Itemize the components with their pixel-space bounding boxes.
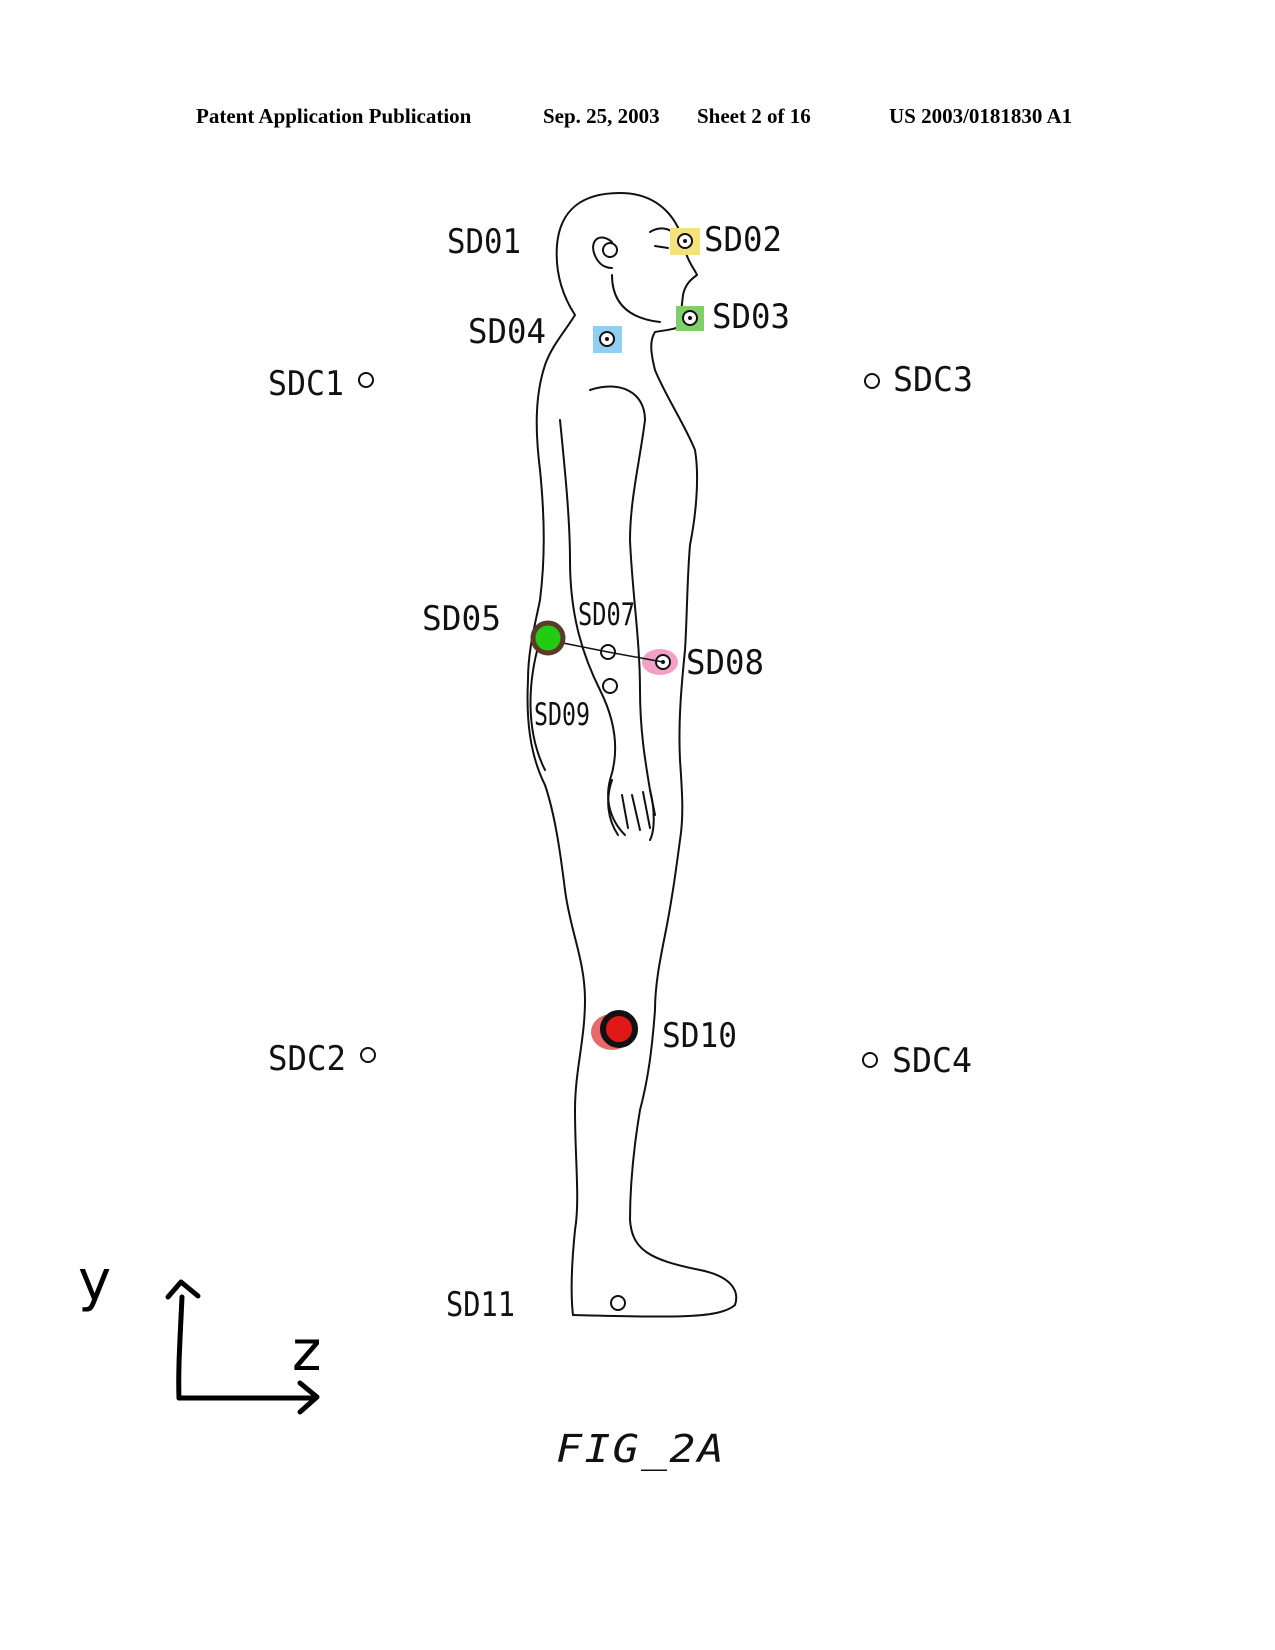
y-axis-line xyxy=(176,1294,185,1401)
face-profile xyxy=(619,192,698,371)
sdc2-marker xyxy=(360,1047,376,1063)
sd04-center xyxy=(605,337,609,341)
axis-label-y: y xyxy=(78,1249,111,1314)
label-sd04: SD04 xyxy=(468,312,546,352)
buttock xyxy=(529,639,546,771)
label-sdc1: SDC1 xyxy=(268,364,344,404)
label-sd02: SD02 xyxy=(704,220,782,260)
jaw-line xyxy=(611,274,661,323)
sd03-center xyxy=(688,316,692,320)
sd11-marker xyxy=(610,1295,626,1311)
label-sdc2: SDC2 xyxy=(268,1039,346,1079)
ear xyxy=(592,236,613,269)
publication-date: Sep. 25, 2003 xyxy=(543,104,660,128)
hand xyxy=(607,779,656,836)
label-sd08: SD08 xyxy=(686,643,764,683)
label-sd01: SD01 xyxy=(447,222,521,262)
page-header: Patent Application Publication Sep. 25, … xyxy=(0,104,1275,140)
label-sd05: SD05 xyxy=(422,599,501,639)
label-sdc4: SDC4 xyxy=(892,1041,972,1081)
label-sd07: SD07 xyxy=(578,597,635,633)
sd10-marker xyxy=(600,1010,638,1048)
sd05-sd08-link xyxy=(547,639,664,663)
sd09-marker xyxy=(602,678,618,694)
sd01-marker xyxy=(602,242,618,258)
eye xyxy=(654,245,669,249)
label-sd10: SD10 xyxy=(662,1016,737,1056)
axis-label-z: z xyxy=(292,1319,321,1384)
sheet-number: Sheet 2 of 16 xyxy=(697,104,811,128)
y-axis-arrowhead xyxy=(165,1279,201,1300)
label-sd09: SD09 xyxy=(534,697,590,733)
patent-number: US 2003/0181830 A1 xyxy=(889,104,1073,128)
arm-inner xyxy=(559,419,626,836)
sdc3-marker xyxy=(864,373,880,389)
publication-title: Patent Application Publication xyxy=(196,104,472,128)
back-contour xyxy=(526,192,621,1316)
sdc1-marker xyxy=(358,372,374,388)
label-sd11: SD11 xyxy=(446,1285,515,1325)
figure-caption: FIG_2A xyxy=(556,1427,726,1472)
front-contour xyxy=(572,369,738,1318)
label-sd03: SD03 xyxy=(712,297,790,337)
z-axis-arrowhead xyxy=(297,1380,320,1415)
sd02-center xyxy=(683,239,687,243)
sensor-markers xyxy=(358,233,880,1311)
body-outline xyxy=(526,192,738,1318)
label-sdc3: SDC3 xyxy=(893,360,973,400)
sdc4-marker xyxy=(862,1052,878,1068)
axes xyxy=(165,1279,320,1415)
sd05-marker xyxy=(530,620,566,656)
